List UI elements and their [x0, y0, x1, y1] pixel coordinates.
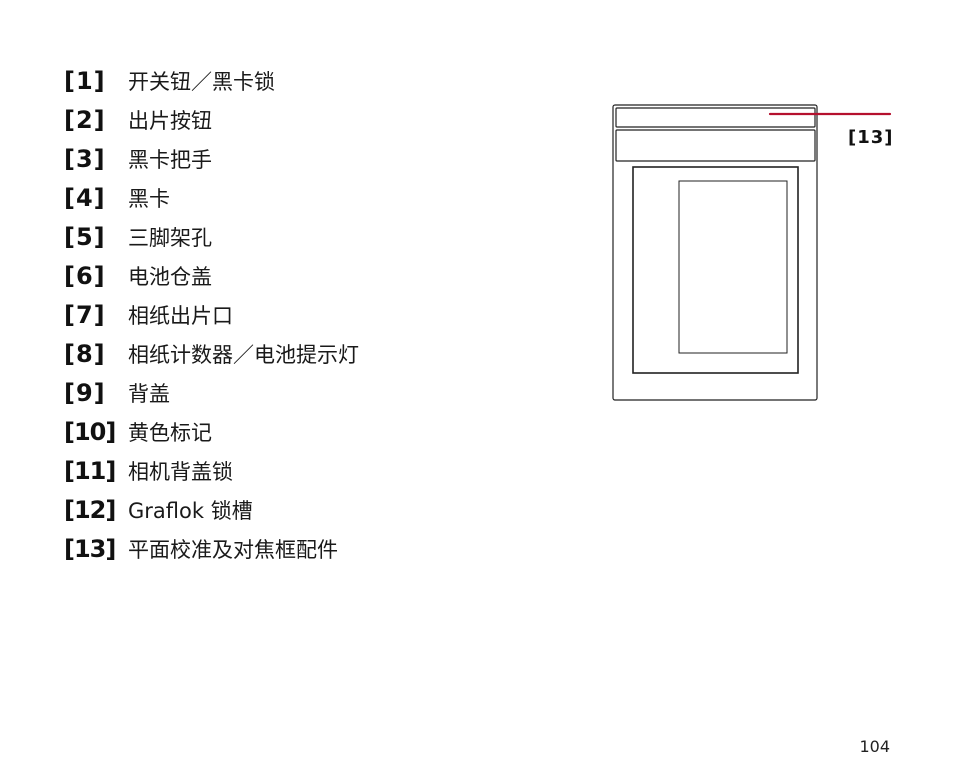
legend-label: 黑卡把手 — [128, 147, 212, 172]
legend-item-3: [3] 黑卡把手 — [64, 139, 359, 178]
legend-label: 黄色标记 — [128, 420, 212, 445]
legend-label: 三脚架孔 — [128, 225, 212, 250]
legend-item-2: [2] 出片按钮 — [64, 100, 359, 139]
legend-item-6: [6] 电池仓盖 — [64, 256, 359, 295]
legend-label: 电池仓盖 — [128, 264, 212, 289]
focusing-frame-outer — [632, 166, 799, 374]
legend-number: [12] — [64, 495, 116, 524]
legend-label: Graflok 锁槽 — [128, 498, 253, 523]
legend-item-1: [1] 开关钮／黑卡锁 — [64, 61, 359, 100]
legend-number: [1] — [64, 66, 106, 95]
camera-back-outline — [612, 104, 818, 401]
legend-label: 开关钮／黑卡锁 — [128, 69, 275, 94]
legend-label: 相纸出片口 — [128, 303, 233, 328]
legend-item-12: [12] Graflok 锁槽 — [64, 490, 359, 529]
legend-item-13: [13] 平面校准及对焦框配件 — [64, 529, 359, 568]
legend-number: [2] — [64, 105, 106, 134]
legend-label: 相机背盖锁 — [128, 459, 233, 484]
legend-item-5: [5] 三脚架孔 — [64, 217, 359, 256]
legend-number: [7] — [64, 300, 106, 329]
legend-number: [4] — [64, 183, 106, 212]
top-slot — [615, 107, 816, 128]
legend-number: [9] — [64, 378, 106, 407]
legend-item-8: [8] 相纸计数器／电池提示灯 — [64, 334, 359, 373]
legend-label: 平面校准及对焦框配件 — [128, 537, 338, 562]
legend-item-4: [4] 黑卡 — [64, 178, 359, 217]
legend-number: [3] — [64, 144, 106, 173]
legend-label: 背盖 — [128, 381, 170, 406]
legend-label: 黑卡 — [128, 186, 170, 211]
legend-number: [10] — [64, 417, 116, 446]
upper-panel — [615, 129, 816, 162]
legend-number: [5] — [64, 222, 106, 251]
page-number: 104 — [859, 737, 890, 756]
legend-item-7: [7] 相纸出片口 — [64, 295, 359, 334]
camera-back-diagram: [13] — [612, 104, 894, 401]
legend-number: [13] — [64, 534, 116, 563]
legend-item-11: [11] 相机背盖锁 — [64, 451, 359, 490]
legend-number: [8] — [64, 339, 106, 368]
legend-item-10: [10] 黄色标记 — [64, 412, 359, 451]
legend-label: 出片按钮 — [128, 108, 212, 133]
component-legend: [1] 开关钮／黑卡锁 [2] 出片按钮 [3] 黑卡把手 [4] 黑卡 [5]… — [64, 61, 359, 568]
callout-label: [13] — [848, 127, 894, 148]
legend-label: 相纸计数器／电池提示灯 — [128, 342, 359, 367]
legend-number: [11] — [64, 456, 116, 485]
legend-number: [6] — [64, 261, 106, 290]
focusing-frame-inner — [678, 180, 788, 354]
legend-item-9: [9] 背盖 — [64, 373, 359, 412]
